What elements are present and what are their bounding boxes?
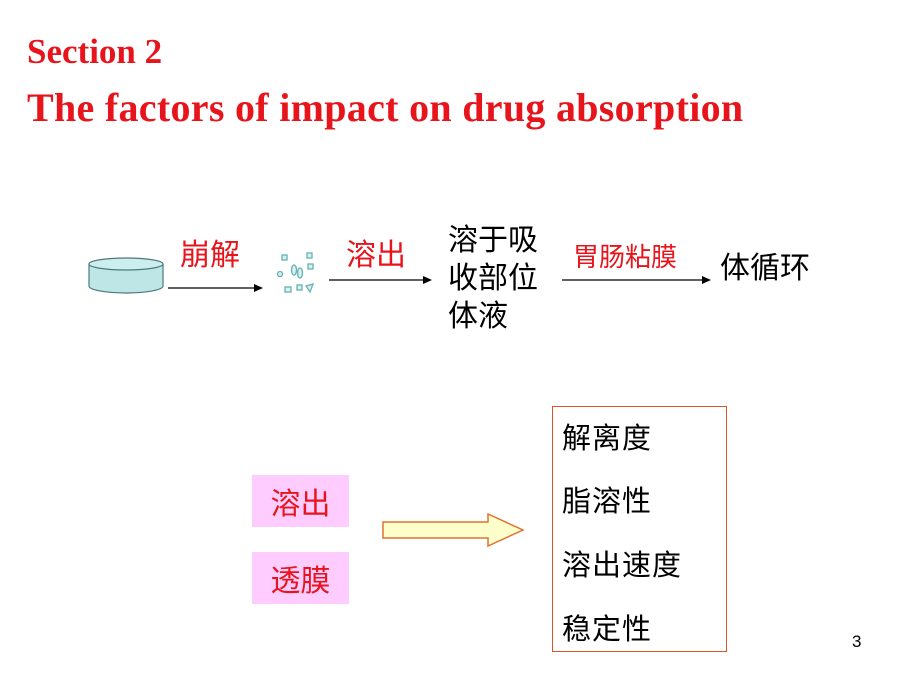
permeation-box: 透膜 bbox=[252, 552, 349, 604]
site-line-2: 收部位 bbox=[448, 261, 538, 296]
factor-item-2: 脂溶性 bbox=[562, 484, 653, 518]
particles-icon bbox=[276, 252, 315, 294]
tablet-icon bbox=[88, 257, 164, 294]
flow-arrow-1 bbox=[168, 284, 263, 292]
disintegration-label: 崩解 bbox=[180, 238, 240, 273]
big-right-arrow-icon bbox=[382, 512, 525, 548]
factor-item-1: 解离度 bbox=[562, 421, 653, 455]
site-line-3: 体液 bbox=[448, 299, 508, 334]
dissolution-box: 溶出 bbox=[252, 475, 349, 527]
factor-item-3: 溶出速度 bbox=[562, 548, 683, 582]
factor-item-4: 稳定性 bbox=[562, 612, 653, 646]
dissolution-label: 溶出 bbox=[346, 238, 406, 273]
section-title: Section 2 bbox=[27, 32, 163, 71]
slide-title: The factors of impact on drug absorption bbox=[27, 85, 744, 130]
flow-arrow-2 bbox=[329, 276, 432, 284]
flow-arrow-3 bbox=[562, 276, 711, 284]
systemic-circulation-text: 体循环 bbox=[720, 251, 810, 286]
page-number: 3 bbox=[852, 632, 862, 651]
gi-mucosa-label: 胃肠粘膜 bbox=[573, 243, 678, 273]
site-line-1: 溶于吸 bbox=[448, 223, 538, 258]
factor-list-box: 解离度 脂溶性 溶出速度 稳定性 bbox=[552, 406, 727, 652]
absorption-site-text: 溶于吸 收部位 体液 bbox=[448, 222, 538, 336]
